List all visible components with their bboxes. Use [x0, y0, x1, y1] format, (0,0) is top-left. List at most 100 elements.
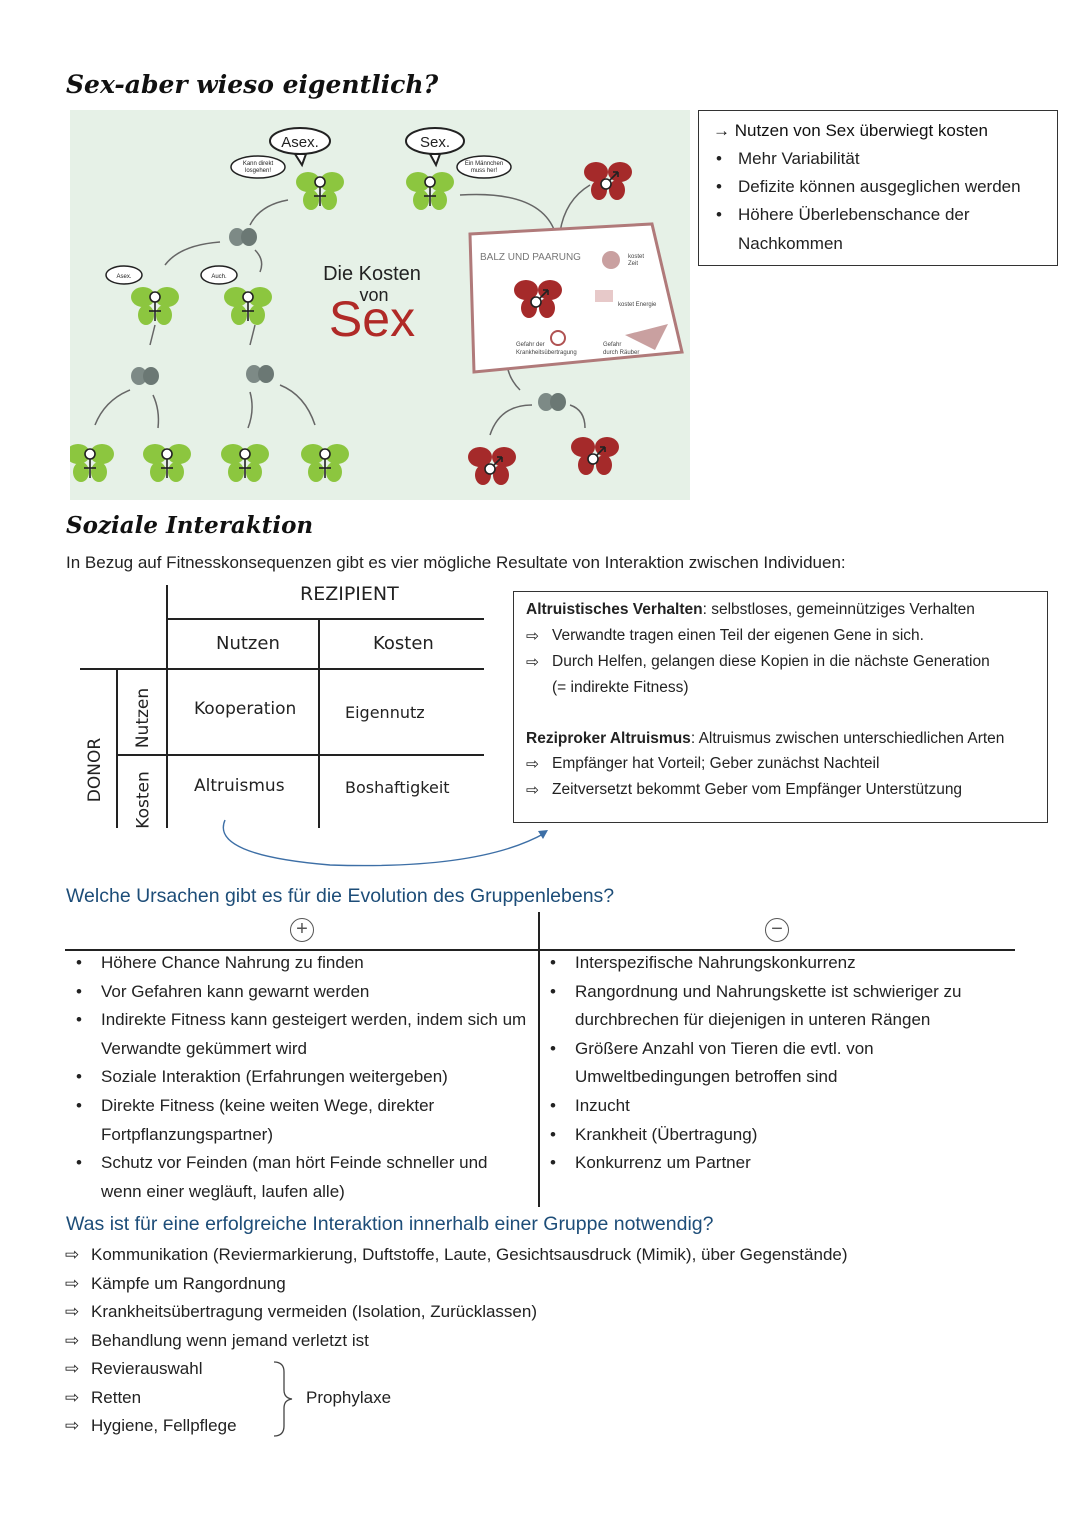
green-fly-icon: [65, 443, 115, 483]
figure-title: Die Kosten: [323, 263, 421, 285]
altruism-point-continued: (= indirekte Fitness): [552, 679, 689, 696]
need-item: Behandlung wenn jemand verletzt ist: [65, 1331, 369, 1351]
balz-paarung-sign: BALZ UND PAARUNG kostet Zeit kostet Ener…: [468, 222, 684, 374]
benefits-box: → Nutzen von Sex überwiegt kosten Mehr V…: [698, 110, 1058, 266]
table-column-divider: [538, 912, 540, 1207]
benefit-item: Höhere Überlebenschance der: [716, 205, 970, 225]
benefit-item: Mehr Variabilität: [716, 149, 860, 169]
benefit-item: Defizite können ausgeglichen werden: [716, 177, 1021, 197]
energy-icon: [595, 290, 613, 302]
matrix-recipient-label: REZIPIENT: [300, 583, 399, 605]
matrix-col-nutzen: Nutzen: [216, 633, 280, 654]
pro-item: Indirekte Fitness kann gesteigert werden…: [76, 1006, 531, 1063]
cons-list: Interspezifische Nahrungskonkurrenz Rang…: [550, 949, 1000, 1178]
svg-text:von: von: [359, 285, 388, 305]
reciprocal-altruism-definition: Reziproker Altruismus: Altruismus zwisch…: [526, 730, 1005, 747]
svg-text:losgehen!: losgehen!: [245, 168, 271, 174]
bubble-maennchen: Ein Männchen muss her!: [456, 155, 512, 179]
con-item: Konkurrenz um Partner: [550, 1149, 1000, 1178]
need-item: Krankheitsübertragung vermeiden (Isolati…: [65, 1302, 537, 1322]
matrix-cell-boshaftigkeit: Boshaftigkeit: [345, 778, 450, 797]
section-title-social: Soziale Interaktion: [66, 512, 314, 539]
need-item: Kommunikation (Reviermarkierung, Duftsto…: [65, 1245, 847, 1265]
matrix-col-kosten: Kosten: [373, 633, 434, 654]
green-fly-icon: [142, 443, 192, 483]
green-fly-icon: [300, 443, 350, 483]
need-item: Revierauswahl: [65, 1359, 202, 1379]
green-fly-icon: [405, 171, 455, 211]
matrix-donor-label: DONOR: [85, 737, 106, 803]
need-item: Kämpfe um Rangordnung: [65, 1274, 286, 1294]
con-item: Interspezifische Nahrungskonkurrenz: [550, 949, 1000, 978]
eggs-icon: [246, 365, 274, 383]
matrix-cell-altruismus: Altruismus: [194, 776, 285, 796]
svg-text:Zeit: Zeit: [628, 261, 638, 267]
figure-title-sex: Sex: [329, 291, 415, 347]
svg-text:Asex.: Asex.: [281, 134, 319, 151]
plus-icon: +: [290, 918, 314, 942]
svg-text:Sex.: Sex.: [420, 134, 450, 151]
germ-icon: [550, 330, 566, 346]
green-fly-icon: [130, 286, 180, 326]
benefit-item-continued: Nachkommen: [738, 234, 843, 253]
section-title-success: Was ist für eine erfolgreiche Interaktio…: [66, 1213, 714, 1235]
svg-text:kostet: kostet: [628, 254, 644, 260]
svg-text:Krankheitsübertragung: Krankheitsübertragung: [516, 350, 577, 356]
reciprocal-point: Zeitversetzt bekommt Geber vom Empfänger…: [526, 781, 962, 800]
section-title-causes: Welche Ursachen gibt es für die Evolutio…: [66, 885, 615, 907]
matrix-row-nutzen: Nutzen: [133, 687, 154, 749]
svg-text:Asex.: Asex.: [116, 274, 131, 280]
green-fly-icon: [220, 443, 270, 483]
bubble-asex: Asex.: [269, 127, 331, 168]
eggs-icon: [229, 228, 257, 246]
cost-of-sex-figure: Asex. Sex. Kann direkt losgehen! Ein Män…: [65, 110, 690, 500]
svg-text:kostet Energie: kostet Energie: [618, 302, 657, 308]
predator-icon: [625, 324, 668, 350]
green-fly-icon: [223, 286, 273, 326]
con-item: Rangordnung und Nahrungskette ist schwie…: [550, 978, 1000, 1035]
cost-of-sex-illustration: Asex. Sex. Kann direkt losgehen! Ein Män…: [65, 127, 684, 486]
matrix-cell-kooperation: Kooperation: [194, 699, 297, 719]
bubble-kann-direkt: Kann direkt losgehen!: [230, 155, 286, 179]
clock-icon: [602, 251, 620, 269]
brace-icon: [273, 1361, 293, 1437]
con-item: Größere Anzahl von Tieren die evtl. von …: [550, 1035, 1000, 1092]
matrix-cell-eigennutz: Eigennutz: [345, 703, 425, 722]
bubble-small-asex: Asex.: [105, 265, 143, 285]
pro-item: Höhere Chance Nahrung zu finden: [76, 949, 531, 978]
matrix-row-kosten: Kosten: [133, 771, 154, 829]
altruism-point: Verwandte tragen einen Teil der eigenen …: [526, 627, 924, 646]
red-fly-icon: [467, 446, 517, 486]
need-item: Retten: [65, 1388, 141, 1408]
section-title-sex: Sex-aber wieso eigentlich?: [66, 70, 439, 99]
svg-text:Auch.: Auch.: [211, 274, 227, 280]
svg-text:Kann direkt: Kann direkt: [243, 161, 274, 167]
eggs-icon: [538, 393, 566, 411]
svg-text:Gefahr der: Gefahr der: [516, 342, 545, 348]
red-fly-icon: [570, 436, 620, 476]
altruism-definition: Altruistisches Verhalten: selbstloses, g…: [526, 601, 975, 618]
bubble-small-auch: Auch.: [200, 265, 238, 285]
svg-text:muss her!: muss her!: [471, 168, 498, 174]
pros-list: Höhere Chance Nahrung zu finden Vor Gefa…: [76, 949, 531, 1206]
need-item: Hygiene, Fellpflege: [65, 1416, 236, 1436]
pro-item: Vor Gefahren kann gewarnt werden: [76, 978, 531, 1007]
table-divider: [65, 949, 1015, 951]
pro-item: Direkte Fitness (keine weiten Wege, dire…: [76, 1092, 531, 1149]
reciprocal-point: Empfänger hat Vorteil; Geber zunächst Na…: [526, 755, 879, 774]
altruism-point: Durch Helfen, gelangen diese Kopien in d…: [526, 653, 990, 672]
svg-text:durch Räuber: durch Räuber: [603, 350, 639, 356]
pro-item: Schutz vor Feinden (man hört Feinde schn…: [76, 1149, 531, 1206]
benefits-heading: → Nutzen von Sex überwiegt kosten: [713, 121, 988, 140]
red-fly-icon: [583, 161, 633, 201]
prophylaxe-label: Prophylaxe: [306, 1388, 392, 1407]
altruism-box: Altruistisches Verhalten: selbstloses, g…: [513, 591, 1048, 823]
eggs-icon: [131, 367, 159, 385]
curved-arrow: [222, 819, 548, 867]
pro-item: Soziale Interaktion (Erfahrungen weiterg…: [76, 1063, 531, 1092]
green-fly-icon: [295, 171, 345, 211]
minus-icon: −: [765, 918, 789, 942]
intro-text: In Bezug auf Fitnesskonsequenzen gibt es…: [66, 553, 846, 572]
svg-text:Ein Männchen: Ein Männchen: [465, 161, 503, 167]
bubble-sex: Sex.: [405, 127, 465, 168]
